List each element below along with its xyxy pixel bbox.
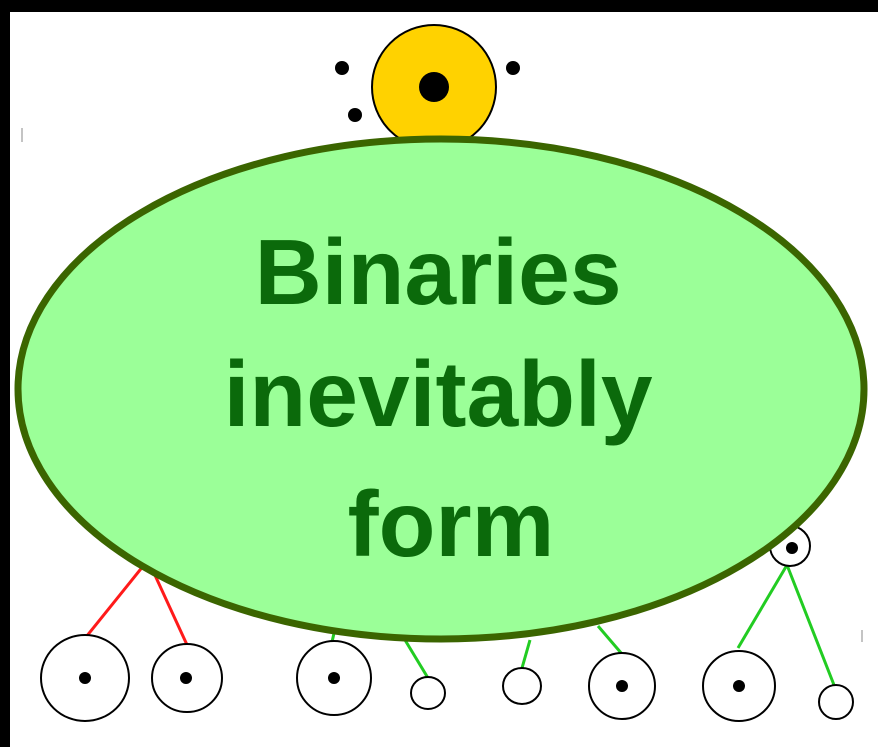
star-node <box>40 634 130 722</box>
satellite-dot <box>348 108 362 122</box>
callout-line-3: form <box>348 472 555 576</box>
central-star-core <box>419 72 449 102</box>
star-node <box>818 684 854 720</box>
star-core <box>328 672 340 684</box>
star-node <box>296 640 372 716</box>
green-edge <box>785 564 836 686</box>
star-core <box>733 680 745 692</box>
satellite-dot <box>335 61 349 75</box>
star-outline <box>410 676 446 710</box>
frame-left-border <box>0 0 10 747</box>
red-edge <box>80 559 150 643</box>
frame-top-border <box>0 0 878 12</box>
star-core <box>79 672 91 684</box>
star-node <box>588 652 656 720</box>
green-edge <box>736 564 789 649</box>
star-core <box>786 542 798 554</box>
green-edge-group <box>330 564 836 686</box>
star-core <box>616 680 628 692</box>
star-outline <box>818 684 854 720</box>
star-node <box>410 676 446 710</box>
callout-line-1: Binaries <box>255 220 622 324</box>
satellite-dot <box>506 61 520 75</box>
callout-ellipse <box>14 135 868 643</box>
star-node <box>502 667 542 705</box>
bottom-star-row <box>40 634 854 722</box>
star-outline <box>502 667 542 705</box>
green-edge <box>596 625 624 655</box>
callout-text: Binaries inevitably form <box>224 220 679 576</box>
star-node <box>702 650 776 722</box>
callout-line-2: inevitably <box>224 342 653 446</box>
green-edge <box>403 639 430 679</box>
central-star-group <box>335 24 520 150</box>
star-node <box>151 643 223 713</box>
green-edge <box>520 639 532 669</box>
star-core <box>180 672 192 684</box>
